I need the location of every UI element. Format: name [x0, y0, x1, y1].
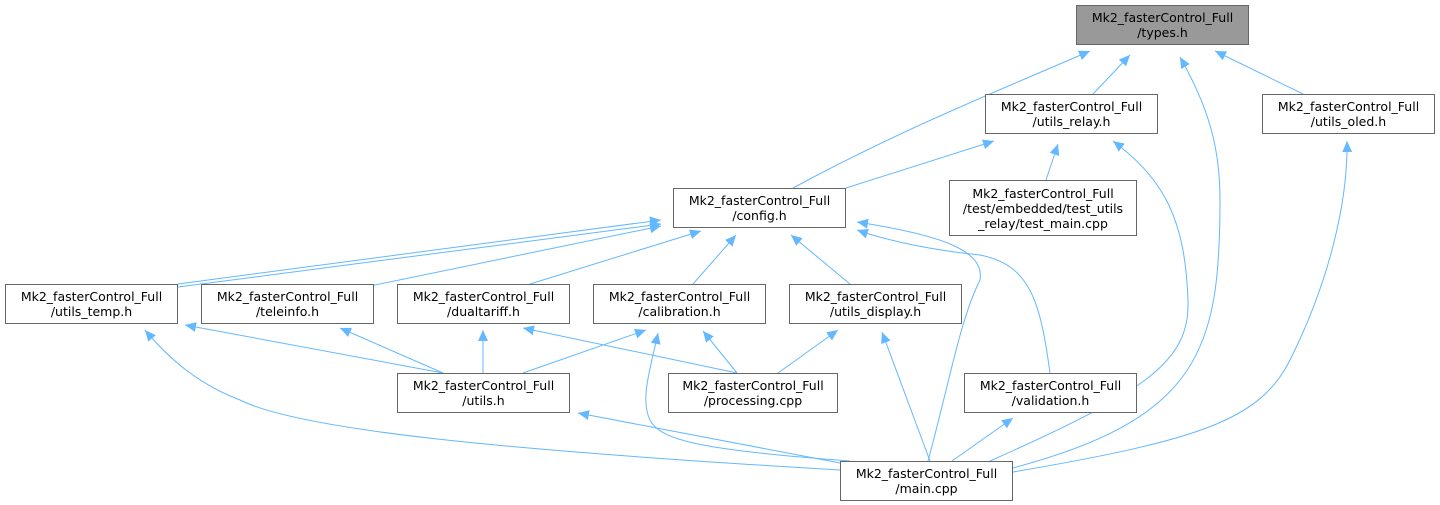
file-node-teleinfo[interactable]: Mk2_fasterControl_Full/teleinfo.h: [201, 284, 374, 324]
edge-processing-to-calibration: [702, 330, 738, 374]
node-label-line: /types.h: [1137, 25, 1188, 40]
file-node-display[interactable]: Mk2_fasterControl_Full/utils_display.h: [789, 284, 962, 324]
edge-processing-to-dualtariff: [522, 325, 738, 374]
edge-dualtariff-to-config: [529, 229, 702, 285]
edge-main-to-calibration: [645, 332, 851, 462]
node-label-line: Mk2_fasterControl_Full: [608, 289, 751, 304]
edge-teleinfo-to-config: [369, 223, 662, 287]
file-node-config[interactable]: Mk2_fasterControl_Full/config.h: [673, 188, 846, 228]
edge-utils-to-temp: [184, 322, 444, 374]
edge-main-to-temp: [144, 329, 841, 471]
file-node-oled[interactable]: Mk2_fasterControl_Full/utils_oled.h: [1262, 94, 1435, 134]
file-node-relay[interactable]: Mk2_fasterControl_Full/utils_relay.h: [985, 94, 1158, 134]
edge-main-to-validation: [951, 417, 1014, 462]
edge-main-to-config: [856, 218, 981, 462]
file-node-processing[interactable]: Mk2_fasterControl_Full/processing.cpp: [668, 373, 838, 413]
node-label-line: Mk2_fasterControl_Full: [804, 289, 947, 304]
node-label-line: _relay/test_main.cpp: [978, 215, 1108, 231]
node-label-line: /utils_relay.h: [1032, 114, 1111, 129]
node-label-line: /test/embedded/test_utils: [962, 200, 1124, 216]
node-label-line: /processing.cpp: [703, 393, 803, 408]
node-label-line: /utils.h: [462, 393, 505, 408]
file-node-testmain[interactable]: Mk2_fasterControl_Full/test/embedded/tes…: [949, 180, 1137, 236]
node-label-line: /utils_display.h: [829, 304, 922, 319]
edge-main-to-utils: [577, 410, 841, 464]
node-label-line: Mk2_fasterControl_Full: [972, 185, 1114, 201]
node-label-line: Mk2_fasterControl_Full: [688, 193, 831, 208]
edge-config-to-relay: [845, 139, 995, 189]
node-label-line: Mk2_fasterControl_Full: [1277, 99, 1420, 114]
file-node-dualtariff[interactable]: Mk2_fasterControl_Full/dualtariff.h: [397, 284, 570, 324]
node-label-line: Mk2_fasterControl_Full: [1000, 99, 1143, 114]
node-label-line: /utils_oled.h: [1310, 114, 1387, 129]
file-node-validation[interactable]: Mk2_fasterControl_Full/validation.h: [964, 373, 1137, 413]
node-label-line: /calibration.h: [638, 304, 721, 319]
edge-testmain-to-relay: [1045, 143, 1060, 181]
edge-config-to-types: [792, 50, 1091, 189]
file-node-utils[interactable]: Mk2_fasterControl_Full/utils.h: [397, 373, 570, 413]
node-label-line: Mk2_fasterControl_Full: [20, 289, 163, 304]
file-node-temp[interactable]: Mk2_fasterControl_Full/utils_temp.h: [5, 284, 178, 324]
edge-main-to-types: [1004, 56, 1221, 471]
edge-processing-to-display: [777, 329, 839, 374]
node-label-line: /validation.h: [1011, 393, 1090, 408]
node-label-line: /utils_temp.h: [50, 304, 133, 319]
edge-calibration-to-config: [692, 234, 737, 285]
edge-utils-to-calibration: [522, 328, 647, 374]
node-label-line: Mk2_fasterControl_Full: [1091, 10, 1234, 25]
edge-relay-to-types: [1092, 54, 1131, 95]
node-label-line: /dualtariff.h: [447, 304, 520, 319]
node-label-line: /teleinfo.h: [255, 304, 320, 319]
node-label-line: Mk2_fasterControl_Full: [216, 289, 359, 304]
node-label-line: Mk2_fasterControl_Full: [412, 289, 555, 304]
node-label-line: Mk2_fasterControl_Full: [682, 378, 824, 393]
node-label-line: /main.cpp: [895, 481, 958, 496]
edge-oled-to-types: [1214, 50, 1304, 95]
file-node-calibration[interactable]: Mk2_fasterControl_Full/calibration.h: [593, 284, 766, 324]
node-label-line: /config.h: [732, 208, 787, 223]
node-label-line: Mk2_fasterControl_Full: [412, 378, 555, 393]
node-label-line: Mk2_fasterControl_Full: [979, 378, 1122, 393]
edge-temp-to-config: [177, 216, 662, 285]
edge-main-to-display: [881, 331, 931, 462]
node-label-line: Mk2_fasterControl_Full: [855, 466, 998, 481]
edge-display-to-config: [790, 234, 851, 285]
file-node-main[interactable]: Mk2_fasterControl_Full/main.cpp: [840, 461, 1013, 501]
edge-temp-to-config: [177, 220, 662, 288]
file-node-types: Mk2_fasterControl_Full/types.h: [1076, 5, 1249, 45]
edge-utils-to-teleinfo: [339, 327, 444, 374]
edge-validation-to-config: [856, 228, 1051, 374]
edge-main-to-oled: [1012, 140, 1353, 473]
